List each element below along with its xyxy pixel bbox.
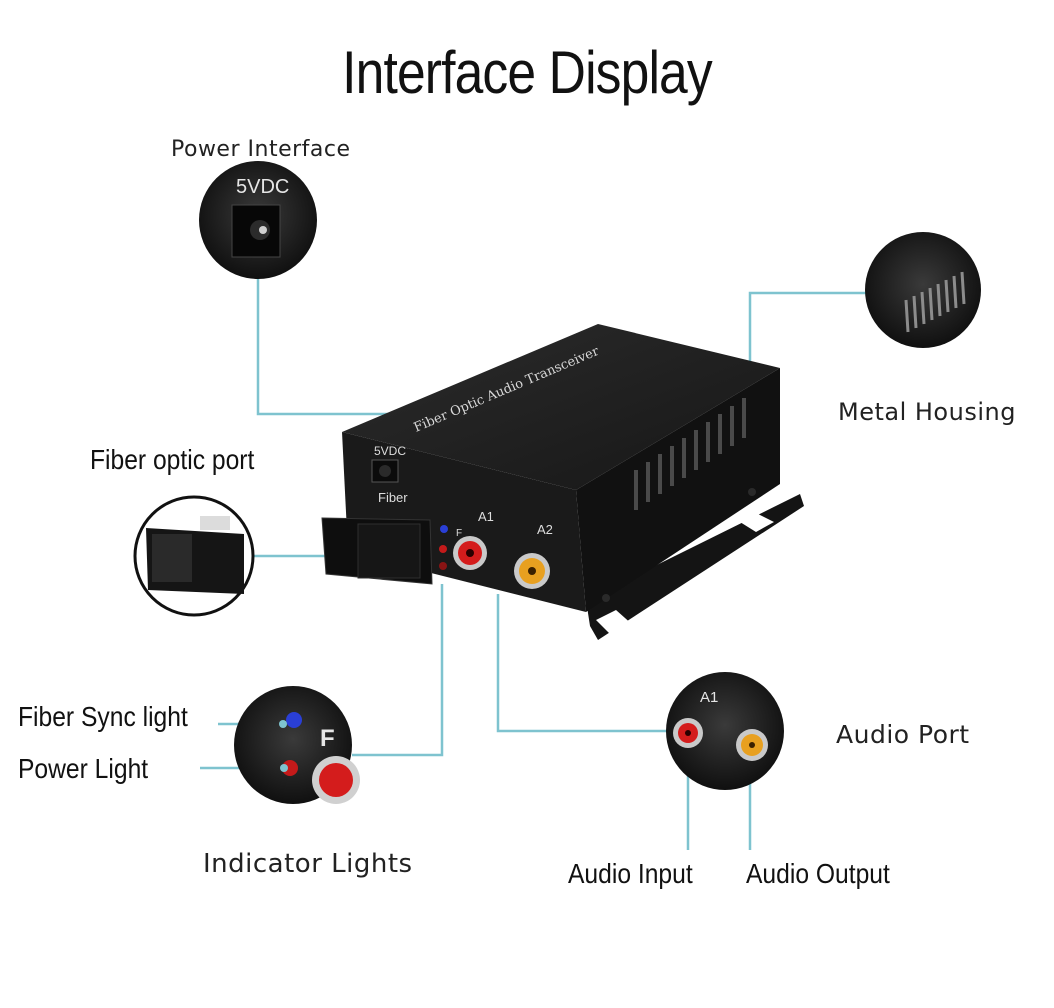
zoom-metal-housing <box>865 232 981 348</box>
leader-indicator-lights <box>352 584 444 757</box>
zoom-power-interface: 5VDC <box>199 161 317 279</box>
zoom-led-label: F <box>320 725 335 752</box>
page-title: Interface Display <box>342 39 713 106</box>
zoom-audio-port: A1 <box>666 672 784 790</box>
leader-audio-port <box>496 594 676 733</box>
label-metal-housing: Metal Housing <box>838 398 1016 426</box>
label-power-light: Power Light <box>18 753 149 784</box>
zoom-indicator-lights: F <box>234 686 360 804</box>
zoom-5vdc-label: 5VDC <box>236 176 289 198</box>
device-led-label: F <box>456 528 462 539</box>
transceiver-device: Fiber Optic Audio Transceiver 5VDC Fiber… <box>321 324 804 640</box>
device-5vdc-label: 5VDC <box>374 444 406 458</box>
zoom-fiber-port <box>133 495 255 617</box>
label-power-interface: Power Interface <box>171 137 351 162</box>
device-a1-label: A1 <box>478 509 494 524</box>
label-audio-port: Audio Port <box>836 720 970 749</box>
label-fiber-sync-light: Fiber Sync light <box>18 701 188 732</box>
device-fiber-label: Fiber <box>378 490 408 505</box>
label-fiber-optic-port: Fiber optic port <box>90 444 255 475</box>
label-audio-input: Audio Input <box>568 858 693 889</box>
label-audio-output: Audio Output <box>746 858 890 889</box>
leader-power-interface <box>256 278 404 416</box>
label-indicator-lights: Indicator Lights <box>203 849 413 879</box>
zoom-a1-label: A1 <box>700 689 718 706</box>
leader-metal-housing <box>748 291 866 362</box>
device-a2-label: A2 <box>537 522 553 537</box>
